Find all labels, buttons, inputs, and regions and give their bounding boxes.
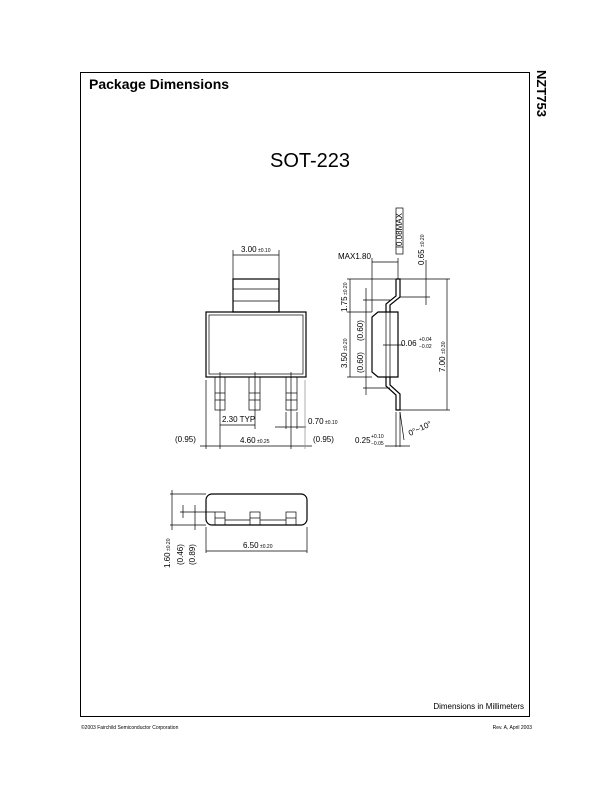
- dim-thickness-tol-plus: +0.10: [371, 434, 384, 440]
- dim-upper: 1.75: [340, 296, 349, 312]
- dim-angle: 0°~10°: [407, 419, 433, 437]
- section-title: Package Dimensions: [89, 76, 230, 92]
- package-name: SOT-223: [270, 150, 351, 172]
- dim-lead-length: 0.65: [417, 249, 426, 265]
- copyright: ©2003 Fairchild Semiconductor Corporatio…: [81, 725, 179, 731]
- dim-standoff-tol-plus: +0.04: [419, 337, 432, 343]
- dim-ref-b: (0.89): [188, 544, 197, 565]
- dim-pitch: 2.30 TYP: [222, 415, 255, 424]
- dim-height-tol: ±0.20: [166, 538, 172, 551]
- dim-upper-tol: ±0.20: [343, 282, 349, 295]
- side-view: 0.08MAX MAX1.80 0.65 ±0.20 1.75 ±0.20: [338, 207, 450, 447]
- dim-lead-width: 0.70: [308, 417, 324, 426]
- dim-tab-width-tol: ±0.10: [258, 248, 271, 254]
- dim-coplanarity: 0.08MAX: [395, 212, 404, 246]
- dim-ref-a: (0.46): [176, 544, 185, 565]
- dim-edge-right: (0.95): [313, 435, 334, 444]
- dim-edge-left: (0.95): [175, 435, 196, 444]
- dim-body: 3.50: [340, 352, 349, 368]
- dim-length-tol: ±0.20: [260, 544, 273, 550]
- dim-ref-upper: (0.60): [356, 320, 365, 341]
- dim-thickness-tol-minus: −0.05: [371, 441, 384, 447]
- page-frame: [80, 72, 530, 717]
- dim-lead-span-tol: ±0.25: [257, 439, 270, 445]
- dim-lead-width-tol: ±0.10: [325, 420, 338, 426]
- dim-length: 6.50: [243, 541, 259, 550]
- units-note: Dimensions in Millimeters: [433, 702, 524, 711]
- dim-max-height: MAX1.80: [338, 252, 371, 261]
- dim-lead-span: 4.60: [240, 436, 256, 445]
- dim-standoff-tol-minus: −0.02: [419, 344, 432, 350]
- dim-tab-width: 3.00: [241, 245, 257, 254]
- dim-thickness: 0.25: [355, 436, 371, 445]
- bottom-view: 6.50 ±0.20 1.60 ±0.20 (0.46) (0.89): [163, 490, 308, 568]
- dim-ref-lower: (0.60): [356, 352, 365, 373]
- dim-height: 1.60: [163, 552, 172, 568]
- dim-overall-tol: ±0.30: [441, 341, 447, 354]
- dim-overall: 7.00: [438, 356, 447, 372]
- dim-lead-length-tol: ±0.20: [420, 234, 426, 247]
- revision: Rev. A, April 2003: [492, 725, 532, 731]
- dim-standoff: 0.06: [401, 339, 417, 348]
- dim-body-tol: ±0.20: [343, 338, 349, 351]
- top-view: 3.00 ±0.10 2.30 TYP 4.60 ±0.25 (0.95) (0…: [175, 245, 338, 449]
